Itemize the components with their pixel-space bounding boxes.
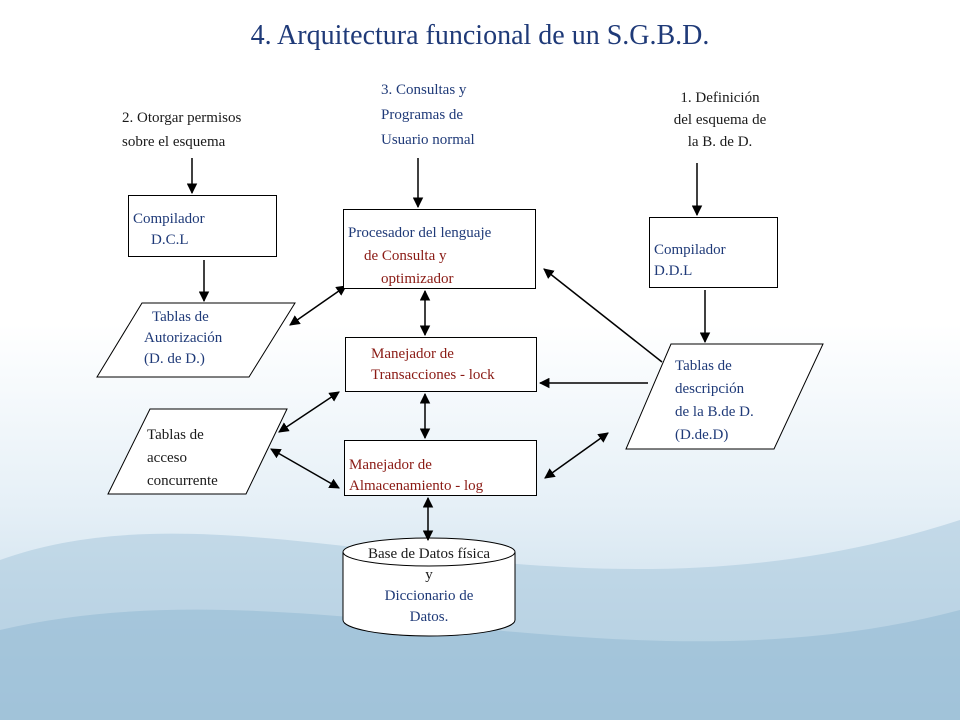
box-transacciones-line2: Transacciones - lock xyxy=(371,367,495,383)
input-consultas-line2: Programas de xyxy=(381,107,464,123)
slide-title: 4. Arquitectura funcional de un S.G.B.D. xyxy=(250,20,710,51)
box-procesador-consultas: Procesador del lenguaje de Consulta y op… xyxy=(343,209,536,289)
database-line2: y xyxy=(425,567,433,583)
tablas-autorizacion: Tablas de Autorización (D. de D.) xyxy=(144,307,222,370)
database-line4: Datos. xyxy=(409,609,449,625)
input-definicion: 1. Definición del esquema de la B. de D. xyxy=(650,87,790,153)
tablas-descripcion-line1: Tablas de xyxy=(675,358,732,374)
box-compilador-ddl: Compilador D.D.L xyxy=(649,217,778,288)
input-permisos-line1: 2. Otorgar permisos xyxy=(122,110,242,126)
tablas-descripcion-line4: (D.de.D) xyxy=(675,427,729,443)
input-consultas-line3: Usuario normal xyxy=(381,132,475,148)
box-compilador-dcl: Compilador D.C.L xyxy=(128,195,277,257)
box-compilador-dcl-line1: Compilador xyxy=(133,211,205,227)
box-manejador-almacenamiento: Manejador de Almacenamiento - log xyxy=(344,440,537,496)
tablas-acceso-line2: acceso xyxy=(147,450,187,466)
tablas-autorizacion-line2: Autorización xyxy=(144,330,223,346)
tablas-descripcion-line3: de la B.de D. xyxy=(675,404,754,420)
shape-database xyxy=(342,552,516,637)
database-line1: Base de Datos física xyxy=(367,546,491,562)
input-permisos-line2: sobre el esquema xyxy=(122,134,226,150)
input-definicion-line2: del esquema de xyxy=(673,112,767,128)
shape-tablas-descripcion xyxy=(625,343,824,450)
database-line3: Diccionario de xyxy=(384,588,474,604)
box-procesador-line2: de Consulta y xyxy=(364,248,447,264)
tablas-descripcion-line2: descripción xyxy=(675,381,745,397)
shape-tablas-acceso xyxy=(107,408,288,495)
input-definicion-line3: la B. de D. xyxy=(687,134,753,150)
box-procesador-line3: optimizador xyxy=(381,271,454,287)
box-almacenamiento-line2: Almacenamiento - log xyxy=(349,478,484,494)
arrow-acceso-almacenamiento xyxy=(270,448,340,489)
input-permisos: 2. Otorgar permisos sobre el esquema xyxy=(122,106,241,154)
box-manejador-transacciones: Manejador de Transacciones - lock xyxy=(345,337,537,392)
box-transacciones-line1: Manejador de xyxy=(371,346,454,362)
input-definicion-line1: 1. Definición xyxy=(680,90,760,106)
tablas-acceso: Tablas de acceso concurrente xyxy=(147,424,218,493)
box-almacenamiento-line1: Manejador de xyxy=(349,457,432,473)
database-label: Base de Datos física y Diccionario de Da… xyxy=(343,544,515,628)
tablas-autorizacion-line3: (D. de D.) xyxy=(144,351,205,367)
box-procesador-line1: Procesador del lenguaje xyxy=(348,225,492,241)
input-consultas-line1: 3. Consultas y xyxy=(381,82,467,98)
box-compilador-ddl-line2: D.D.L xyxy=(654,263,693,279)
arrow-almacenamiento-descripcion xyxy=(544,432,609,479)
tablas-acceso-line1: Tablas de xyxy=(147,427,204,443)
input-consultas: 3. Consultas y Programas de Usuario norm… xyxy=(381,78,475,153)
shape-tablas-autorizacion xyxy=(96,302,296,378)
tablas-autorizacion-line1: Tablas de xyxy=(152,309,209,325)
box-compilador-ddl-line1: Compilador xyxy=(654,242,726,258)
box-compilador-dcl-line2: D.C.L xyxy=(151,232,189,248)
tablas-acceso-line3: concurrente xyxy=(147,473,218,489)
tablas-descripcion: Tablas de descripción de la B.de D. (D.d… xyxy=(675,355,754,447)
arrow-descripcion-to-procesador xyxy=(543,268,663,363)
arrow-acceso-transacciones xyxy=(278,391,340,433)
arrow-autorizacion-procesador xyxy=(289,285,347,326)
